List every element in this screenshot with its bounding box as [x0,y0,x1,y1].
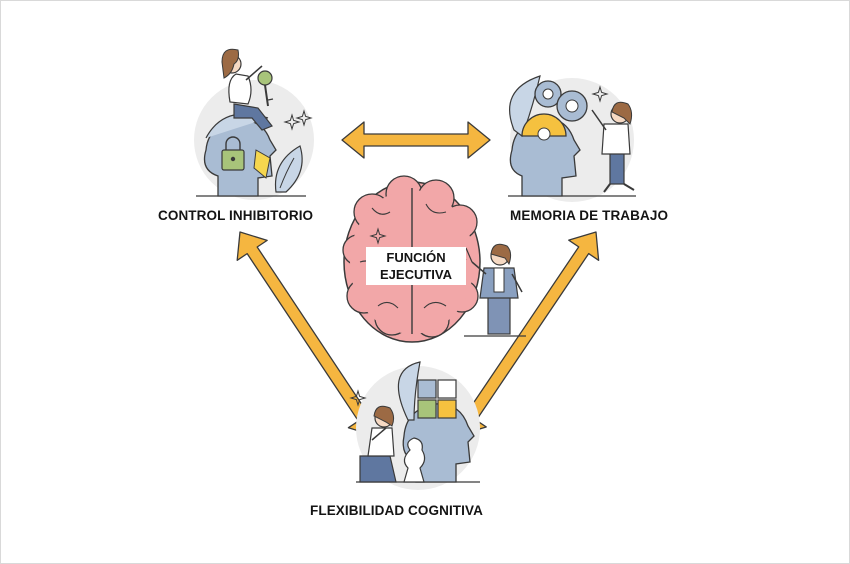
node-label-inhibitory: CONTROL INHIBITORIO [158,208,314,223]
flexibility-illustration [350,361,480,490]
inhibitory-illustration [194,48,314,200]
working-memory-illustration [508,75,636,202]
center-label-line1: FUNCIÓN [386,250,446,265]
center-label: FUNCIÓN EJECUTIVA [366,247,466,285]
node-label-flexibility: FLEXIBILIDAD COGNITIVA [310,503,483,518]
node-label-working-memory: MEMORIA DE TRABAJO [510,208,669,223]
teacher-figure [464,243,526,337]
arrow-inhibitory-memory [341,121,491,159]
center-label-line2: EJECUTIVA [380,267,452,282]
